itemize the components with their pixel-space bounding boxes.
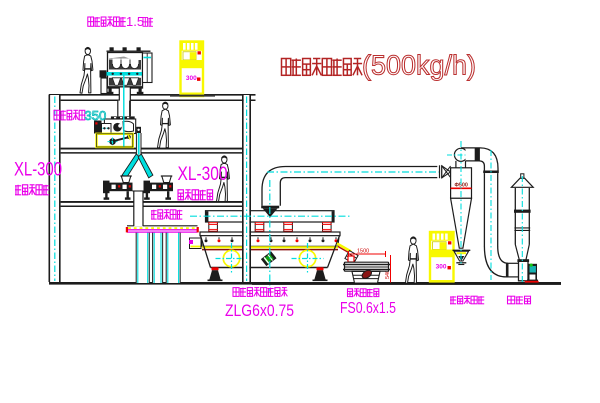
svg-text:1500: 1500 bbox=[357, 249, 369, 255]
svg-text:(500kg/h): (500kg/h) bbox=[362, 50, 476, 81]
svg-text:540: 540 bbox=[385, 270, 391, 279]
svg-text:Φ500: Φ500 bbox=[455, 183, 468, 189]
svg-text:300: 300 bbox=[436, 263, 447, 270]
svg-text:XL-300: XL-300 bbox=[14, 160, 62, 181]
svg-text:XL-300: XL-300 bbox=[178, 164, 228, 185]
svg-text:300: 300 bbox=[186, 75, 197, 82]
svg-text:FS0.6x1.5: FS0.6x1.5 bbox=[340, 300, 396, 317]
svg-text:1.5: 1.5 bbox=[126, 14, 144, 29]
svg-text:ZLG6x0.75: ZLG6x0.75 bbox=[225, 301, 294, 320]
svg-text:350: 350 bbox=[85, 108, 107, 123]
